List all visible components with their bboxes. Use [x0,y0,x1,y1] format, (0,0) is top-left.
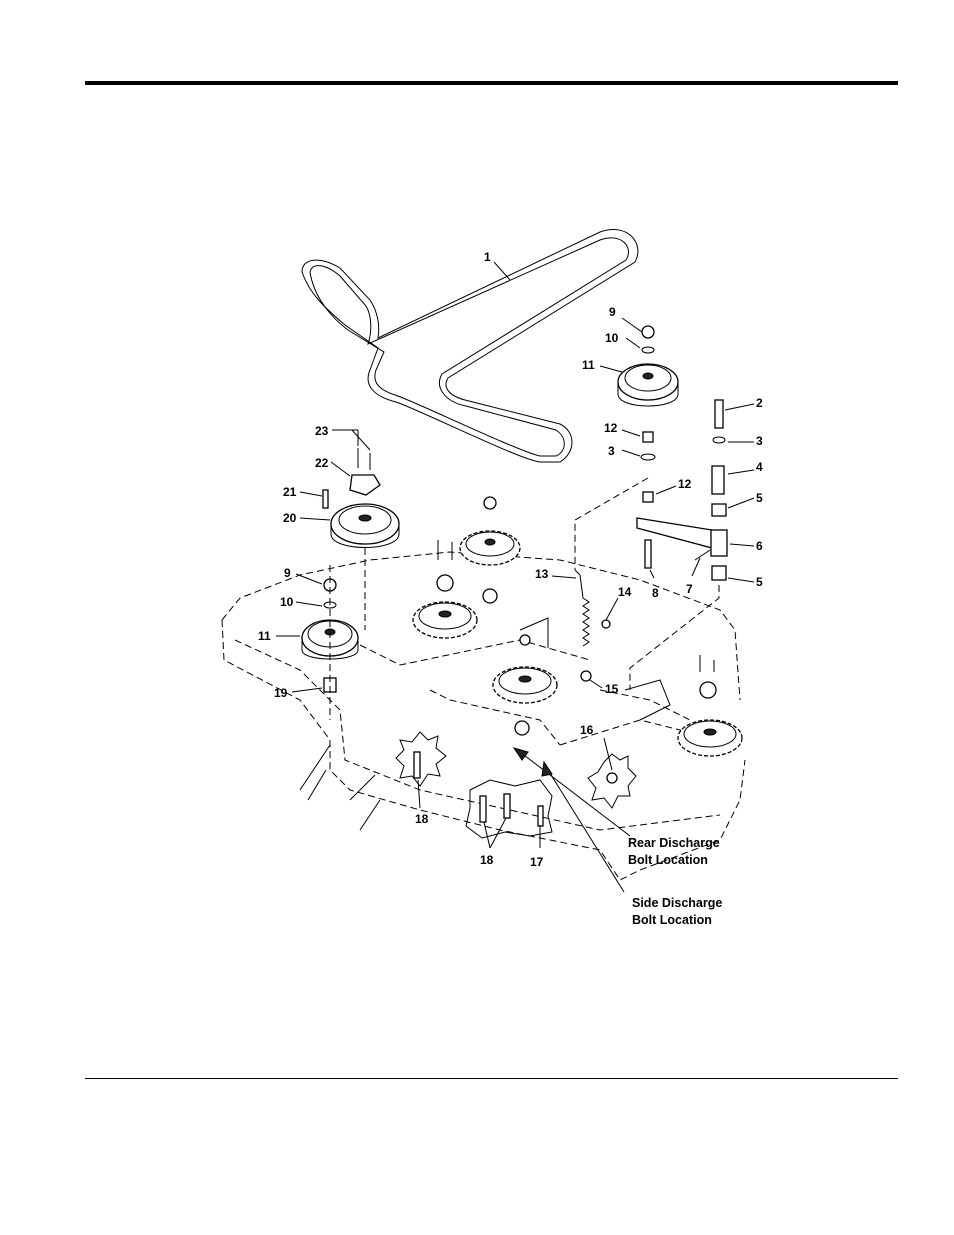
callout-23: 23 [315,424,329,438]
drive-belt [302,229,638,462]
callout-3: 3 [756,434,763,448]
callout-1: 1 [484,250,491,264]
side-discharge-sublabel: Bolt Location [632,913,712,927]
bolt-inset-right [588,754,636,808]
callout-21: 21 [283,485,297,499]
callout-18: 18 [480,853,494,867]
callout-5: 5 [756,491,763,505]
bolt-inset-center [466,780,552,838]
callout-13: 13 [535,567,549,581]
spindle-pulley-left [413,602,477,638]
bolt-inset-left [396,732,446,786]
callout-4: 4 [756,460,763,474]
mower-deck-outline [222,552,745,880]
spindle-pulley-upper [460,531,520,565]
callout-8: 8 [652,586,659,600]
footer-rule [85,1078,898,1079]
callout-12: 12 [604,421,618,435]
spindle-pulley-right [678,720,742,756]
idler-pulley-left-stack [302,565,358,720]
side-discharge-label: Side Discharge [632,896,722,910]
callout-22: 22 [315,456,329,470]
callout-12: 12 [678,477,692,491]
callout-15: 15 [605,682,619,696]
callout-10: 10 [605,331,619,345]
spindle-pulley-center [493,667,557,703]
callout-10: 10 [280,595,294,609]
callout-14: 14 [618,585,632,599]
callout-17: 17 [530,855,544,869]
callout-18: 18 [415,812,429,826]
callout-11: 11 [258,629,271,643]
callout-3: 3 [608,444,615,458]
discharge-notes: Rear Discharge Bolt Location Side Discha… [628,836,722,927]
rear-discharge-label: Rear Discharge [628,836,720,850]
callout-9: 9 [284,566,291,580]
callout-2: 2 [756,396,763,410]
discharge-arrows [514,748,630,892]
callout-9: 9 [609,305,616,319]
callout-16: 16 [580,723,594,737]
callout-7: 7 [686,582,693,596]
callout-11: 11 [582,358,595,372]
callout-20: 20 [283,511,297,525]
callout-5: 5 [756,575,763,589]
callout-6: 6 [756,539,763,553]
callout-19: 19 [274,686,288,700]
rear-discharge-sublabel: Bolt Location [628,853,708,867]
